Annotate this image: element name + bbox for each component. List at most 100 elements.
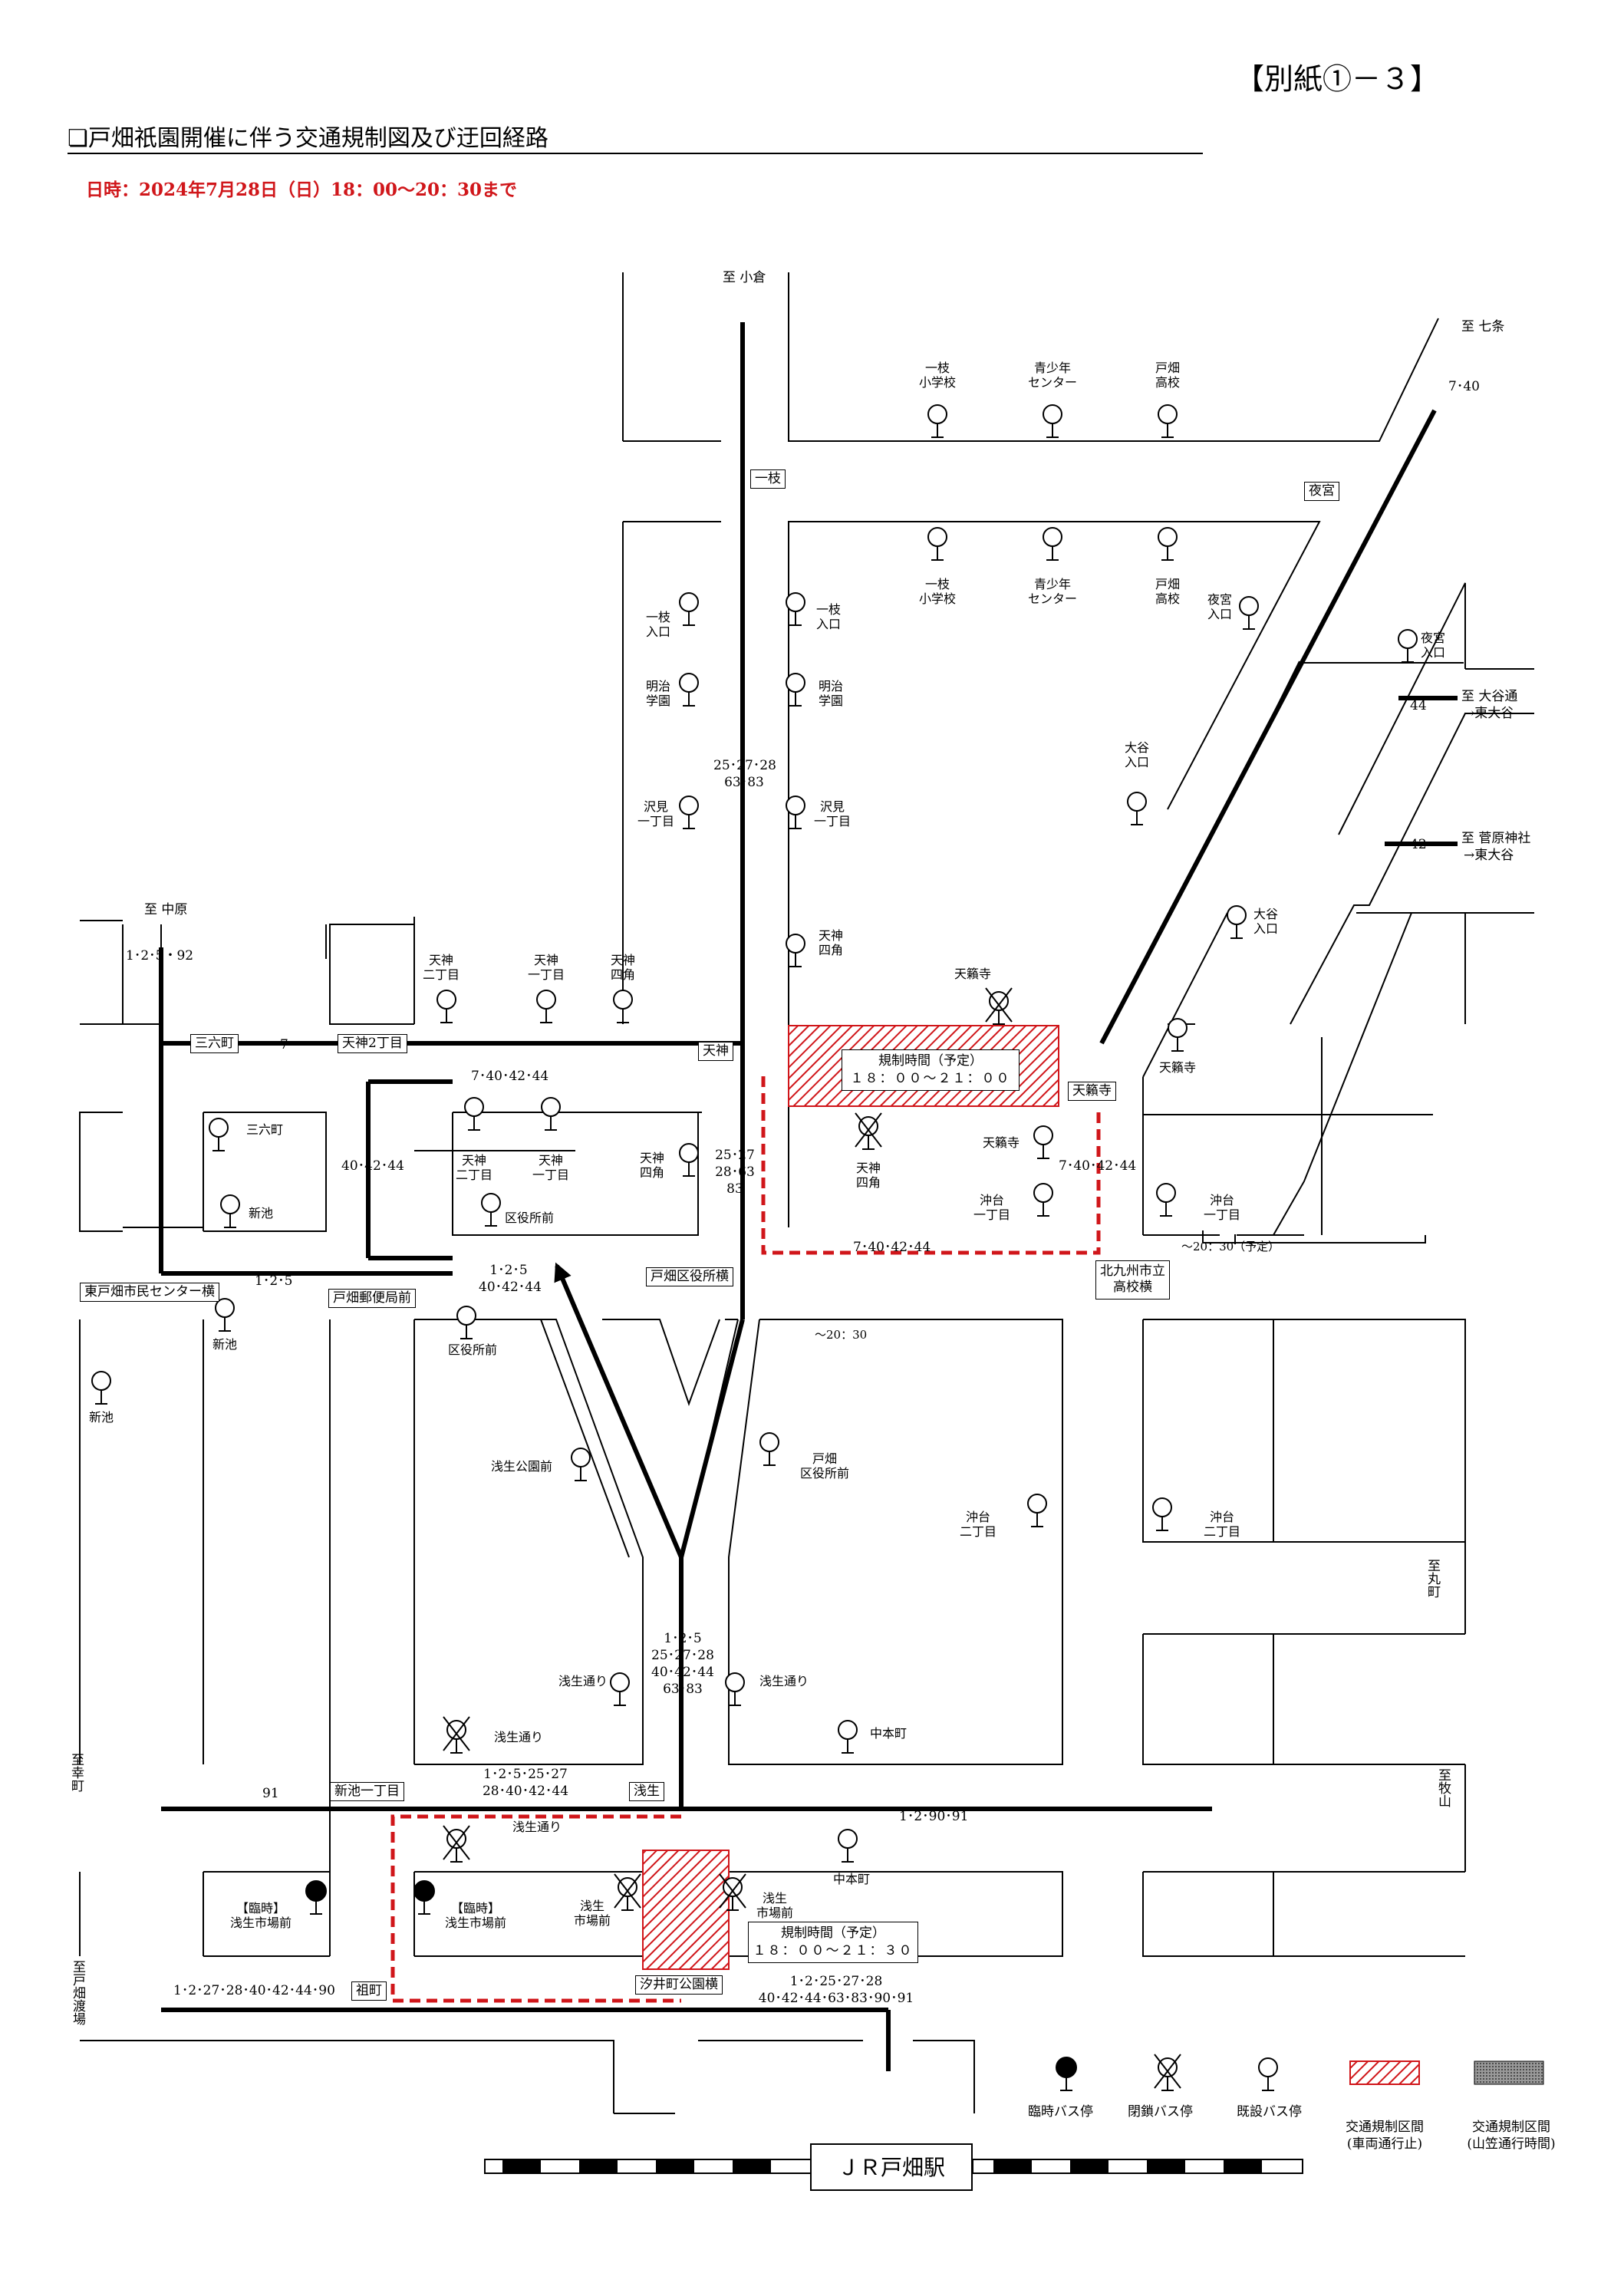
bus-stop-icon <box>613 990 633 1023</box>
bus-stop-label: 沖台 一丁目 <box>973 1193 1011 1223</box>
time-note: ～20：30 <box>815 1328 868 1342</box>
bus-stop-label: 沢見 一丁目 <box>637 799 675 829</box>
bus-stop-label: 中本町 <box>869 1726 908 1741</box>
bus-stop-icon <box>536 990 556 1023</box>
dir-to-higashi-otani-1: →東大谷 <box>1464 706 1514 721</box>
bus-stop-label: 戸畑 高校 <box>1155 577 1181 607</box>
bus-stop-label: 天籟寺 <box>1158 1060 1197 1075</box>
bus-stop-label: 新池 <box>212 1337 238 1352</box>
route-label: 40･42･44 <box>651 1665 714 1680</box>
bus-stop-icon <box>413 1880 435 1915</box>
int-tobata-kuyakusho-yoko: 戸畑区役所横 <box>646 1267 733 1286</box>
route-label: 1･2･5 <box>255 1273 293 1289</box>
legend-heisa: 閉鎖バス停 <box>1128 2104 1193 2120</box>
bus-stop-icon <box>215 1298 235 1332</box>
bus-stop-icon <box>679 796 699 829</box>
bus-stop-icon <box>1156 1183 1176 1217</box>
bus-stop-icon <box>838 1720 858 1754</box>
legend-dotted-swatch <box>1474 2060 1544 2085</box>
dir-marumachi: 至丸町 <box>1425 1559 1440 1598</box>
route-label: 7･40･42･44 <box>853 1240 931 1255</box>
int-kitakyushu-koko: 北九州市立高校横 <box>1095 1260 1170 1300</box>
bus-stop-icon <box>679 1143 699 1177</box>
bus-stop-icon <box>838 1829 858 1863</box>
route-label: 40･42･44･63･83･90･91 <box>758 1991 914 2006</box>
bus-stop-icon <box>1398 629 1418 663</box>
bus-stop-label: 区役所前 <box>447 1342 498 1357</box>
detour-routes <box>390 1076 1101 2003</box>
bus-stop-icon <box>456 1306 476 1339</box>
bus-stop-label: 夜宮 入口 <box>1207 592 1233 622</box>
int-sanrokucho: 三六町 <box>190 1034 239 1053</box>
bus-stop-label: 天神 四角 <box>639 1151 665 1181</box>
bus-stop-label: 青少年 センター <box>1027 361 1078 390</box>
bus-stop-icon <box>927 404 947 438</box>
int-tenraiji: 天籟寺 <box>1068 1082 1116 1101</box>
bus-stop-label: 大谷 入口 <box>1124 740 1150 770</box>
bus-stop-label: 一枝 小学校 <box>918 361 957 390</box>
dir-saiwaicho: 至幸町 <box>68 1753 84 1792</box>
bus-stop-icon <box>679 673 699 707</box>
bus-stop-label: 浅生通り <box>493 1730 544 1744</box>
bus-stop-label: 浅生通り <box>759 1674 809 1688</box>
legend-reg-yamakasa: 交通規制区間 (山笠通行時間) <box>1467 2120 1556 2153</box>
route-label: 25･27･28 <box>713 758 776 773</box>
route-label: 7･40 <box>1448 379 1480 394</box>
route-label: 91 <box>262 1786 279 1801</box>
bus-stop-label: 一枝 入口 <box>815 602 842 632</box>
dir-nakahara: 至 中原 <box>144 902 188 917</box>
dir-otanidori: 至 大谷通 <box>1461 689 1518 704</box>
legend-heisa-icon <box>1154 2054 1181 2091</box>
datetime: 日時：2024年7月28日（日）18：00～20：30まで <box>86 180 518 200</box>
main-roads <box>159 322 1458 2071</box>
int-somachi: 祖町 <box>351 1981 387 2001</box>
bus-stop-icon <box>220 1194 240 1228</box>
dir-sugawara: 至 菅原神社 <box>1461 831 1531 846</box>
bus-stop-label: 戸畑 高校 <box>1155 361 1181 390</box>
dir-shichijo: 至 七条 <box>1461 319 1505 334</box>
dir-kokura: 至 小倉 <box>723 270 766 285</box>
route-label: 63･83 <box>724 775 764 790</box>
route-label: 7･40･42･44 <box>1059 1158 1137 1174</box>
bus-stop-icon <box>1168 1018 1188 1052</box>
int-asao: 浅生 <box>629 1782 664 1801</box>
bus-stop-icon <box>1158 404 1178 438</box>
bus-stop-label: 沖台 二丁目 <box>959 1510 997 1540</box>
bus-stop-label: 三六町 <box>245 1122 284 1137</box>
dir-makiyama: 至牧山 <box>1435 1768 1451 1807</box>
route-label: 1･2･5・92 <box>126 948 194 964</box>
route-label: 1･2･90･91 <box>899 1809 969 1824</box>
bus-stop-label: 区役所前 <box>504 1211 555 1225</box>
int-yomiya: 夜宮 <box>1304 482 1339 501</box>
bus-stop-label: 天神 一丁目 <box>527 953 565 983</box>
bus-stop-label: 大谷 入口 <box>1253 907 1279 937</box>
int-shinike-1chome: 新池一丁目 <box>330 1782 404 1801</box>
station-name: ＪＲ戸畑駅 <box>837 2155 945 2180</box>
legend-kisetsu: 既設バス停 <box>1237 2104 1302 2120</box>
bus-stop-label: 浅生 市場前 <box>756 1891 794 1921</box>
bus-stop-icon <box>1227 905 1247 939</box>
bus-stop-label: 浅生通り <box>512 1820 562 1834</box>
route-label: 7 <box>280 1037 288 1052</box>
legend-hatch-swatch <box>1349 2060 1420 2085</box>
bus-stop-label: 【臨時】 浅生市場前 <box>444 1901 507 1931</box>
route-label: 1･2･5･25･27 <box>483 1767 568 1782</box>
bus-stop-icon <box>1152 1497 1172 1531</box>
bus-stop-label: 新池 <box>88 1410 114 1425</box>
bus-stop-label: 明治 学園 <box>645 679 671 709</box>
bus-stop-label: 天籟寺 <box>954 967 992 981</box>
route-label: 1･2･5 <box>664 1631 702 1646</box>
bus-stop-label: 夜宮 入口 <box>1420 631 1446 660</box>
int-shioicho-park: 汐井町公園横 <box>635 1975 723 1995</box>
route-label: 40･42･44 <box>341 1158 404 1174</box>
bus-stop-icon <box>571 1448 591 1481</box>
bus-stop-icon <box>481 1193 501 1227</box>
int-higashi-tobata-center: 東戸畑市民センター横 <box>80 1283 219 1302</box>
bus-stop-icon <box>443 1825 470 1863</box>
route-label: 83 <box>726 1181 743 1197</box>
bus-stop-label: 沖台 一丁目 <box>1203 1193 1241 1223</box>
bus-stop-icon <box>1127 792 1147 825</box>
bus-stop-icon <box>679 592 699 626</box>
bus-stop-icon <box>443 1716 470 1754</box>
